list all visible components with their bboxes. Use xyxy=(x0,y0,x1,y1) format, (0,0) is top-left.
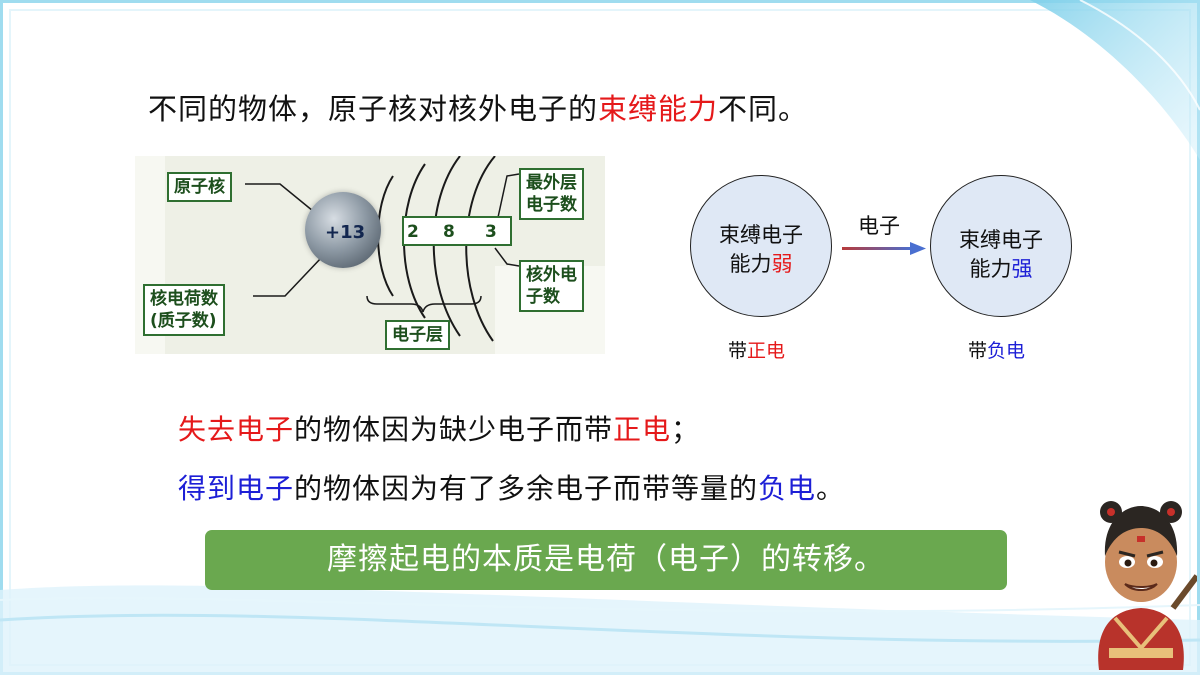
headline-text-end: 不同。 xyxy=(718,92,809,126)
mascot-illustration xyxy=(1098,501,1197,670)
positive-charge-caption: 带正电 xyxy=(728,336,785,363)
gain-electrons-end: 。 xyxy=(816,472,846,505)
weak-binding-emphasis: 弱 xyxy=(771,252,793,276)
shell-count-2: 8 xyxy=(443,222,455,242)
strong-binding-prefix: 能力 xyxy=(969,257,1012,281)
label-nuclear-charge: 核电荷数 (质子数) xyxy=(143,284,225,336)
label-electron-shells: 电子层 xyxy=(385,320,450,350)
gain-electrons-emphasis: 得到电子 xyxy=(178,472,295,505)
positive-caption-prefix: 带 xyxy=(728,340,748,362)
positive-charge-emphasis: 正电 xyxy=(613,413,672,446)
negative-charge-emphasis: 负电 xyxy=(758,472,817,505)
statement-lose-electrons: 失去电子的物体因为缺少电子而带正电； xyxy=(178,408,700,448)
headline-text-start: 不同的物体，原子核对核外电子的 xyxy=(148,92,599,126)
negative-caption-emphasis: 负电 xyxy=(987,340,1026,362)
shell-count-3: 3 xyxy=(485,222,497,242)
strong-binding-text: 束缚电子 能力强 xyxy=(931,226,1071,284)
shell-count-1: 2 xyxy=(407,222,419,242)
label-nuclear-charge-line1: 核电荷数 xyxy=(150,289,218,309)
nucleus-charge: +13 xyxy=(325,222,366,243)
negative-caption-prefix: 带 xyxy=(968,340,988,362)
label-outer-electrons-line2: 子数 xyxy=(526,287,560,307)
electron-arrow xyxy=(842,242,926,255)
strong-binding-line1: 束缚电子 xyxy=(959,228,1043,252)
label-outer-electrons: 核外电 子数 xyxy=(519,260,584,312)
strong-binding-emphasis: 强 xyxy=(1011,257,1033,281)
positive-caption-emphasis: 正电 xyxy=(747,340,786,362)
gain-electrons-text: 的物体因为有了多余电子而带等量的 xyxy=(294,472,759,505)
label-nucleus: 原子核 xyxy=(167,172,232,202)
atom-structure-diagram: +13 2 8 3 原子核 核电荷数 (质子数) 最外层 电子数 核外电 子数 … xyxy=(135,156,605,354)
strong-binding-circle xyxy=(930,175,1072,317)
negative-charge-caption: 带负电 xyxy=(968,336,1025,363)
lose-electrons-text: 的物体因为缺少电子而带 xyxy=(294,413,614,446)
weak-binding-circle xyxy=(690,175,832,317)
weak-binding-text: 束缚电子 能力弱 xyxy=(691,221,831,279)
atomic-nucleus xyxy=(305,192,381,268)
lose-electrons-emphasis: 失去电子 xyxy=(178,413,295,446)
arrow-label: 电子 xyxy=(858,214,900,238)
label-outermost-line2: 电子数 xyxy=(526,195,577,215)
weak-binding-line1: 束缚电子 xyxy=(719,223,803,247)
weak-binding-prefix: 能力 xyxy=(729,252,772,276)
label-nuclear-charge-line2: (质子数) xyxy=(150,311,217,331)
conclusion-banner: 摩擦起电的本质是电荷（电子）的转移。 xyxy=(205,530,1007,590)
label-outermost-electrons: 最外层 电子数 xyxy=(519,168,584,220)
statement-gain-electrons: 得到电子的物体因为有了多余电子而带等量的负电。 xyxy=(178,467,845,507)
shell-count-box xyxy=(402,216,512,246)
label-outermost-line1: 最外层 xyxy=(526,173,577,193)
headline: 不同的物体，原子核对核外电子的束缚能力不同。 xyxy=(148,86,808,128)
lose-electrons-end: ； xyxy=(671,413,701,446)
headline-highlight: 束缚能力 xyxy=(598,92,719,126)
label-outer-electrons-line1: 核外电 xyxy=(526,265,577,285)
weak-binding-line2: 能力弱 xyxy=(691,250,831,279)
strong-binding-line2: 能力强 xyxy=(931,255,1071,284)
